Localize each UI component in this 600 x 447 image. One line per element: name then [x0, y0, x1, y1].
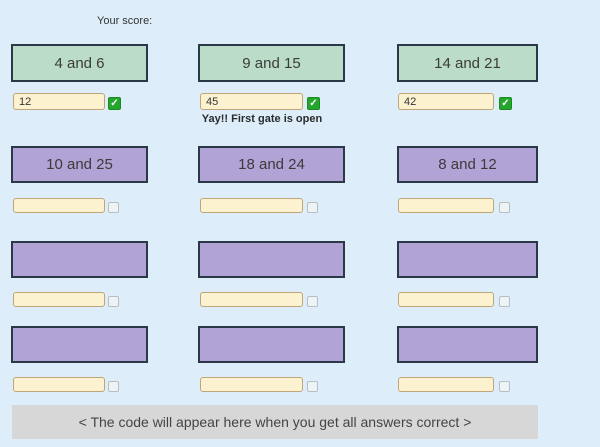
answer-input-3[interactable] — [398, 93, 494, 110]
answer-input-10[interactable] — [13, 377, 105, 392]
answer-input-9[interactable] — [398, 292, 494, 307]
answer-checkbox-9[interactable] — [499, 296, 510, 307]
score-label: Your score: — [97, 15, 153, 27]
answer-checkbox-12[interactable] — [499, 381, 510, 392]
gate-open-message: Yay!! First gate is open — [201, 113, 323, 125]
answer-checkbox-4[interactable] — [108, 202, 119, 213]
gate-box-8 — [198, 241, 345, 278]
answer-checkbox-5[interactable] — [307, 202, 318, 213]
gate-box-5: 18 and 24 — [198, 146, 345, 183]
gate-box-12 — [397, 326, 538, 363]
gate-box-10 — [11, 326, 148, 363]
gate-box-7 — [11, 241, 148, 278]
answer-checkbox-2-check-icon[interactable]: ✓ — [307, 97, 320, 110]
gate-box-11 — [198, 326, 345, 363]
answer-input-11[interactable] — [200, 377, 303, 392]
answer-checkbox-10[interactable] — [108, 381, 119, 392]
answer-input-5[interactable] — [200, 198, 303, 213]
answer-checkbox-11[interactable] — [307, 381, 318, 392]
answer-input-12[interactable] — [398, 377, 494, 392]
answer-input-8[interactable] — [200, 292, 303, 307]
answer-input-4[interactable] — [13, 198, 105, 213]
answer-checkbox-7[interactable] — [108, 296, 119, 307]
gate-box-9 — [397, 241, 538, 278]
answer-checkbox-3-check-icon[interactable]: ✓ — [499, 97, 512, 110]
gate-box-3: 14 and 21 — [397, 44, 538, 82]
answer-input-6[interactable] — [398, 198, 494, 213]
answer-checkbox-6[interactable] — [499, 202, 510, 213]
answer-input-2[interactable] — [200, 93, 303, 110]
answer-input-7[interactable] — [13, 292, 105, 307]
gate-box-4: 10 and 25 — [11, 146, 148, 183]
answer-checkbox-1-check-icon[interactable]: ✓ — [108, 97, 121, 110]
answer-input-1[interactable] — [13, 93, 105, 110]
answer-checkbox-8[interactable] — [307, 296, 318, 307]
code-placeholder-bar: < The code will appear here when you get… — [12, 405, 538, 439]
gate-box-1: 4 and 6 — [11, 44, 148, 82]
gate-box-2: 9 and 15 — [198, 44, 345, 82]
gate-box-6: 8 and 12 — [397, 146, 538, 183]
